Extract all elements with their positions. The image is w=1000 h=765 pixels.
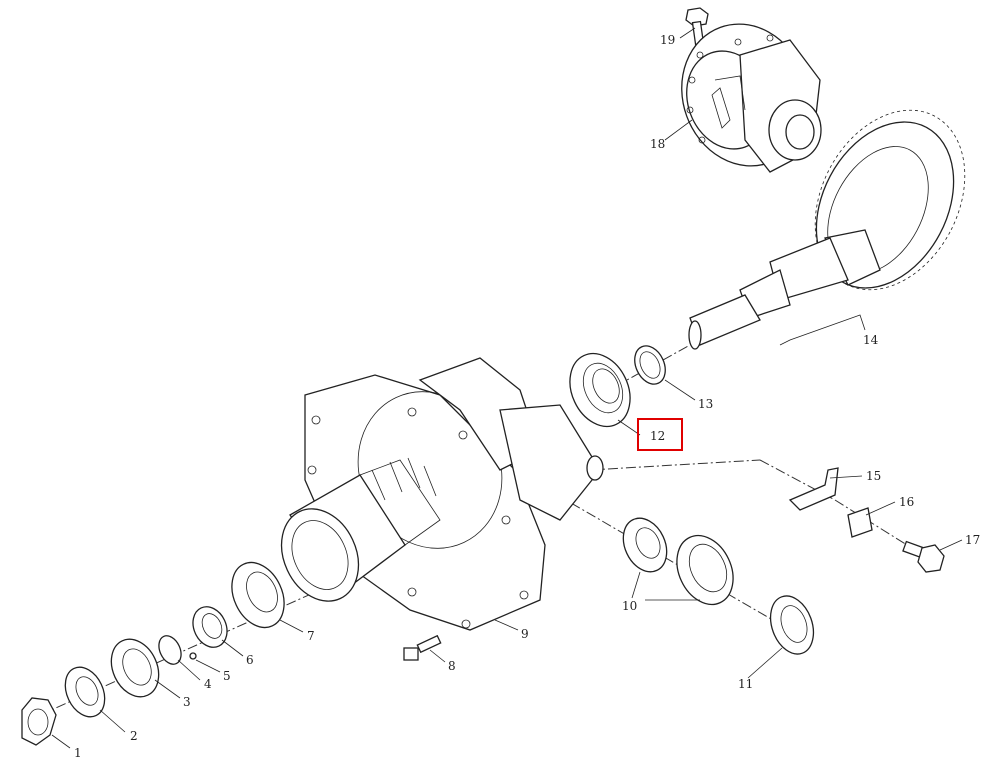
callout-15: 15: [866, 469, 881, 483]
housing-hub: [280, 457, 441, 602]
part-19-bolt: [685, 7, 709, 46]
part-1-nut: [21, 697, 57, 746]
part-18-differential-case: [681, 23, 822, 173]
callout-13: 13: [698, 397, 713, 411]
part-14-ring-gear-pinion: [688, 109, 966, 350]
callout-1: 1: [74, 746, 82, 760]
part-2-washer: [64, 666, 106, 718]
part-10-tapered-bearing: [622, 517, 734, 606]
callout-8: 8: [448, 659, 456, 673]
part-16-lock-plate: [847, 507, 873, 538]
highlight-box-callout-12: [637, 418, 683, 451]
callout-14: 14: [863, 333, 879, 347]
leader-lines: [51, 27, 963, 749]
callout-18: 18: [650, 137, 665, 151]
part-15-bracket: [788, 467, 839, 511]
callout-7: 7: [307, 629, 315, 643]
part-12-bearing: [569, 352, 631, 428]
callout-3: 3: [183, 695, 191, 709]
callout-10: 10: [622, 599, 637, 613]
part-4-snap-ring: [158, 635, 182, 665]
part-11-lock-nut: [769, 595, 815, 655]
callout-labels: 1 2 3 4 5 6 7 8 9 10 11 12 13 14 15 16 1…: [74, 33, 980, 760]
callout-4: 4: [204, 677, 212, 691]
callout-6: 6: [246, 653, 254, 667]
callout-5: 5: [223, 669, 231, 683]
part-17-bolt: [902, 540, 945, 573]
callout-2: 2: [130, 729, 138, 743]
callout-16: 16: [899, 495, 914, 509]
callout-12: 12: [650, 429, 665, 443]
part-8-bolt: [403, 634, 442, 661]
part-13-shim: [634, 345, 666, 385]
part-5-ball: [189, 652, 197, 660]
callout-19: 19: [660, 33, 675, 47]
callout-11: 11: [738, 677, 753, 691]
part-6-ring: [192, 606, 228, 648]
part-3-washer: [110, 638, 160, 698]
callout-17: 17: [965, 533, 980, 547]
callout-9: 9: [521, 627, 529, 641]
part-7-bearing: [231, 561, 285, 629]
